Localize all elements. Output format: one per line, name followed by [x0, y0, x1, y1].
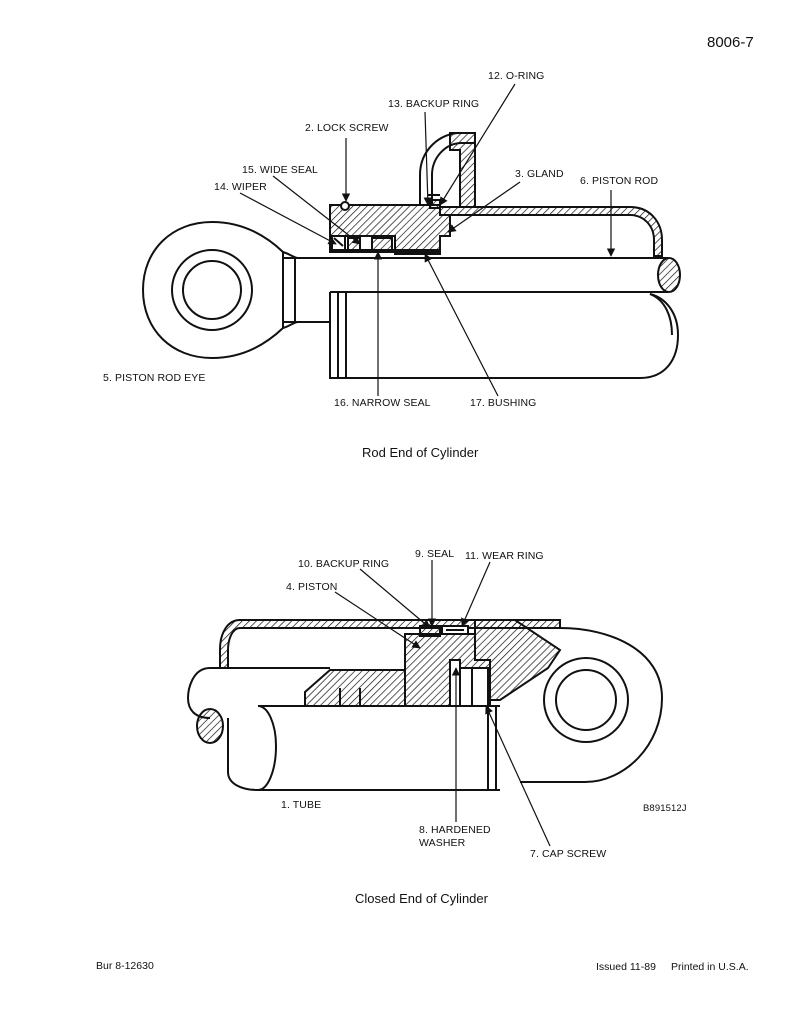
label-seal: 9. SEAL — [415, 548, 455, 560]
footer-doc-number: Bur 8-12630 — [96, 960, 154, 972]
caption-closed-end: Closed End of Cylinder — [355, 891, 488, 906]
label-wear-ring: 11. WEAR RING — [465, 550, 544, 562]
rod-end-drawing — [141, 132, 681, 379]
piston-rod-eye-shape — [141, 220, 299, 360]
label-cap-screw: 7. CAP SCREW — [530, 848, 607, 860]
label-wide-seal: 15. WIDE SEAL — [242, 164, 318, 176]
gland-shape — [329, 201, 451, 255]
tube-body-shape — [329, 292, 680, 379]
label-piston: 4. PISTON — [286, 581, 338, 593]
label-o-ring: 12. O-RING — [488, 70, 545, 82]
label-bushing: 17. BUSHING — [470, 397, 537, 409]
page-number: 8006-7 — [707, 34, 754, 51]
rod-shape — [186, 667, 330, 744]
label-hardened-washer-line2: WASHER — [419, 837, 466, 849]
label-wiper: 14. WIPER — [214, 181, 267, 193]
piston-rod-shape — [295, 257, 681, 340]
footer-printed: Printed in U.S.A. — [671, 961, 749, 973]
caption-rod-end: Rod End of Cylinder — [362, 445, 479, 460]
label-backup-ring-10: 10. BACKUP RING — [298, 558, 390, 570]
closed-end-drawing — [186, 619, 664, 791]
label-tube: 1. TUBE — [281, 799, 322, 811]
label-narrow-seal: 16. NARROW SEAL — [334, 397, 431, 409]
piston-shape — [304, 625, 491, 707]
tube-section-shape — [439, 206, 663, 257]
footer-issued: Issued 11-89 — [596, 961, 656, 973]
label-hardened-washer-line1: 8. HARDENED — [419, 824, 491, 836]
rod-end-leader-lines — [239, 83, 616, 397]
end-cap-shape — [474, 619, 664, 783]
closed-end-leader-lines — [334, 560, 551, 847]
drawing-id: B891512J — [643, 803, 687, 814]
label-piston-rod-eye: 5. PISTON ROD EYE — [103, 372, 206, 384]
label-backup-ring-13: 13. BACKUP RING — [388, 98, 480, 110]
label-lock-screw: 2. LOCK SCREW — [305, 122, 389, 134]
label-gland: 3. GLAND — [515, 168, 564, 180]
label-piston-rod: 6. PISTON ROD — [580, 175, 659, 187]
